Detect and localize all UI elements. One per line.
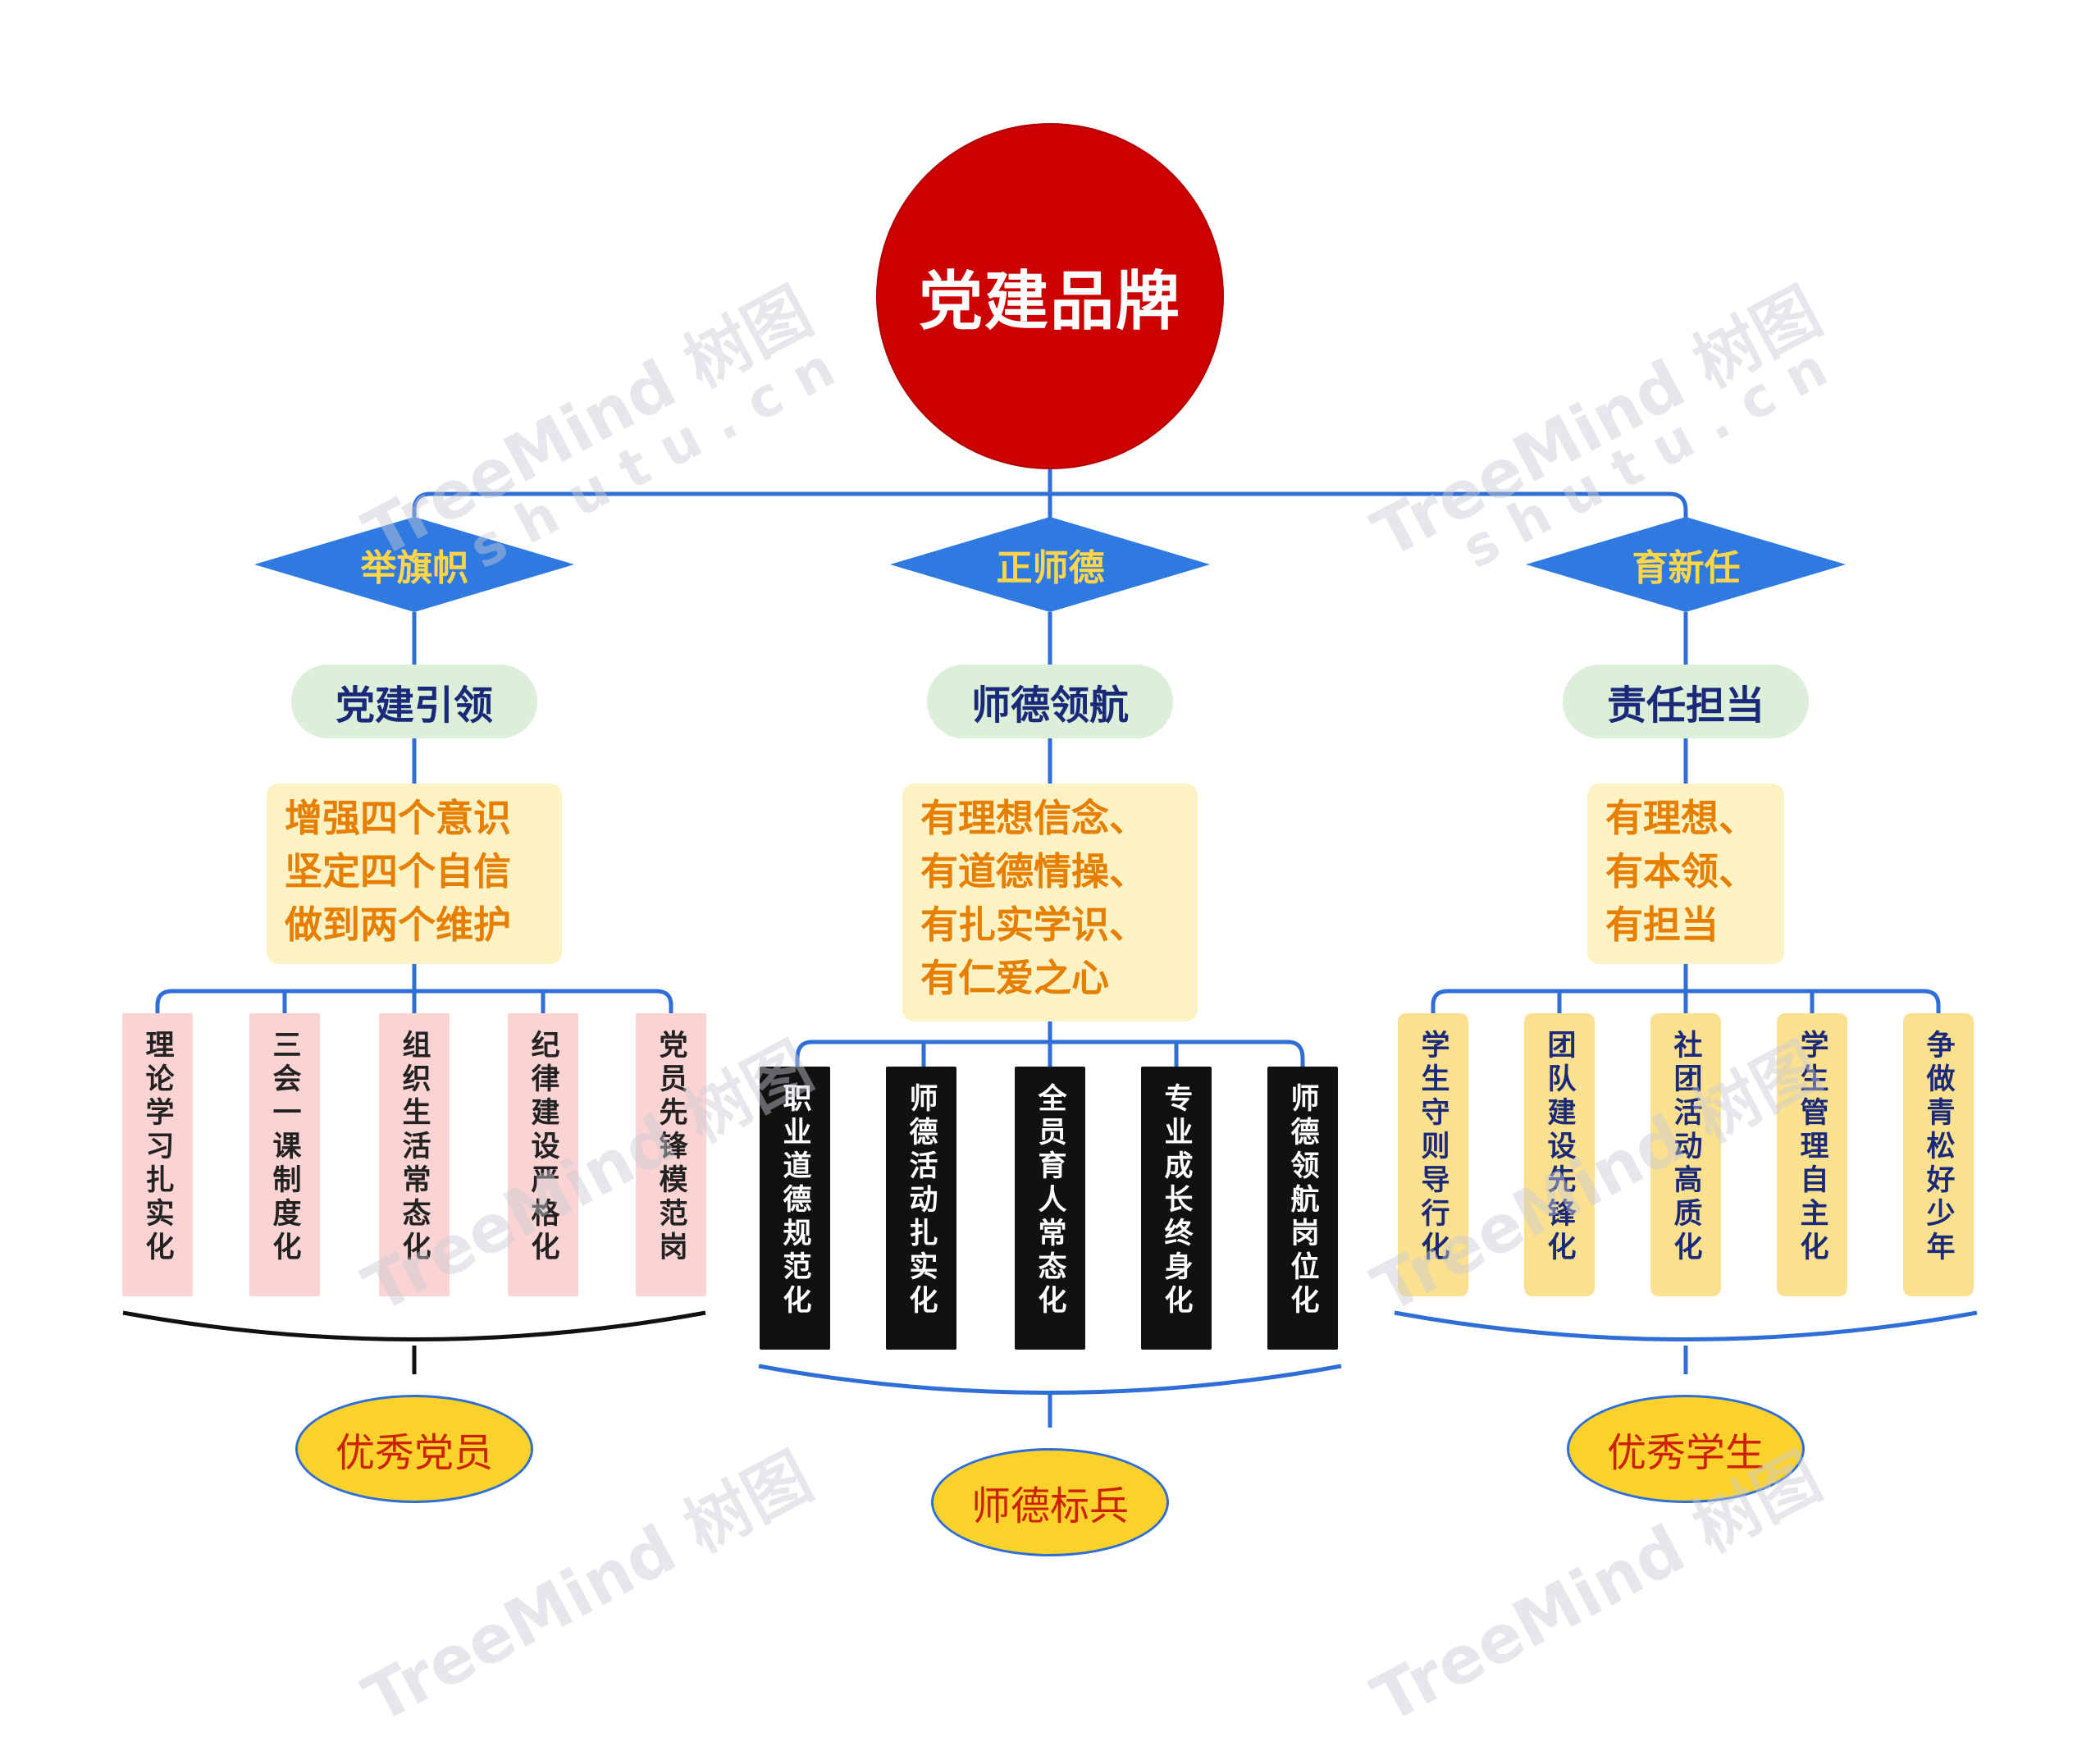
branch3-item[interactable]: 学生管理自主化: [1777, 1013, 1847, 1296]
branch2-item[interactable]: 职业道德规范化: [760, 1067, 830, 1350]
branch1-diamond-shape: [254, 517, 574, 612]
branch1-outcome-label: 优秀党员: [335, 1430, 493, 1476]
branch1-subtitle-label: 党建引领: [335, 683, 493, 729]
branch3-points[interactable]: 有理想、 有本领、 有担当: [1587, 784, 1784, 964]
branch2-item-label: 师德活动扎实化: [904, 1083, 938, 1318]
branch3-item-label: 学生管理自主化: [1795, 1030, 1828, 1265]
branch2-item-label: 师德领航岗位化: [1285, 1083, 1319, 1318]
branch1-point: 坚定四个自信: [285, 849, 511, 893]
branch1-item-label: 党员先锋模范岗: [654, 1030, 687, 1265]
branch2-item[interactable]: 全员育人常态化: [1015, 1067, 1085, 1350]
branch2-diamond-shape: [890, 517, 1210, 612]
branch1-point: 做到两个维护: [285, 902, 511, 947]
branch2-point: 有理想信念、: [920, 796, 1147, 840]
branch2-item[interactable]: 师德领航岗位化: [1267, 1067, 1338, 1350]
branch3-point: 有理想、: [1605, 796, 1756, 840]
branch3-item[interactable]: 团队建设先锋化: [1524, 1013, 1595, 1296]
branch1-outcome[interactable]: 优秀党员: [295, 1395, 533, 1503]
branch3-subtitle-label: 责任担当: [1606, 683, 1764, 729]
branch1-item-label: 纪律建设严格化: [526, 1030, 559, 1265]
branch3-item-drops: [1557, 991, 1815, 1013]
branch2-brace: [758, 1364, 1342, 1395]
branch1-item-label: 三会一课制度化: [267, 1030, 301, 1265]
branch3-category[interactable]: 育新任: [1524, 517, 1848, 611]
branch3-item-label: 团队建设先锋化: [1542, 1030, 1576, 1265]
branch1-item[interactable]: 纪律建设严格化: [508, 1013, 578, 1296]
branch2-item-label: 专业成长终身化: [1159, 1083, 1193, 1318]
branch2-item-drops: [921, 1042, 1179, 1067]
branch3-point: 有本领、: [1605, 849, 1756, 893]
branch2-outcome[interactable]: 师德标兵: [931, 1448, 1169, 1556]
branch2-outcome-label: 师德标兵: [970, 1483, 1129, 1529]
branch2-item-label: 职业道德规范化: [778, 1083, 811, 1318]
branch1-subtitle[interactable]: 党建引领: [291, 665, 537, 738]
branch3-subtitle[interactable]: 责任担当: [1563, 665, 1809, 738]
branch2-subtitle[interactable]: 师德领航: [927, 665, 1173, 738]
branch3-item-label: 学生守则导行化: [1416, 1030, 1449, 1265]
branch1-points[interactable]: 增强四个意识 坚定四个自信 做到两个维护: [267, 784, 562, 964]
branch3-item[interactable]: 学生守则导行化: [1398, 1013, 1468, 1296]
branch2-subtitle-label: 师德领航: [970, 683, 1129, 729]
branch1-item-label: 组织生活常态化: [397, 1030, 431, 1265]
branch1-item[interactable]: 党员先锋模范岗: [636, 1013, 706, 1296]
branch3-item-label: 争做青松好少年: [1921, 1030, 1955, 1265]
branch1-brace: [122, 1310, 706, 1341]
branch3-brace: [1394, 1310, 1978, 1341]
branch1-item-drops: [282, 991, 546, 1013]
branch3-outcome[interactable]: 优秀学生: [1567, 1395, 1805, 1503]
branch2-category[interactable]: 正师德: [888, 517, 1212, 611]
branch3-item[interactable]: 争做青松好少年: [1903, 1013, 1974, 1296]
branch1-item[interactable]: 理论学习扎实化: [122, 1013, 193, 1296]
root-label: 党建品牌: [918, 265, 1181, 339]
branch2-point: 有扎实学识、: [920, 902, 1147, 947]
mindmap-canvas: 党建品牌 举旗帜 党建引领 增强四个意识 坚定四个自信 做到两个维护 理论学习扎…: [122, 123, 1978, 1738]
branch3-category-label: 育新任: [1632, 546, 1741, 589]
branch2-item[interactable]: 专业成长终身化: [1141, 1067, 1212, 1350]
branch1-category-label: 举旗帜: [360, 546, 469, 589]
branch1-point: 增强四个意识: [285, 796, 511, 840]
branch2-points[interactable]: 有理想信念、 有道德情操、 有扎实学识、 有仁爱之心: [902, 784, 1198, 1021]
branch2-item[interactable]: 师德活动扎实化: [886, 1067, 956, 1350]
branch2-category-label: 正师德: [996, 546, 1105, 589]
branch2-item-label: 全员育人常态化: [1033, 1083, 1066, 1318]
branch1-item-label: 理论学习扎实化: [140, 1030, 174, 1265]
branch3-item-label: 社团活动高质化: [1669, 1030, 1702, 1265]
branch3-outcome-label: 优秀学生: [1606, 1430, 1764, 1476]
branch3-point: 有担当: [1605, 902, 1719, 947]
branch3-item[interactable]: 社团活动高质化: [1650, 1013, 1721, 1296]
branch1-category[interactable]: 举旗帜: [253, 517, 577, 611]
branch3-diamond-shape: [1526, 517, 1846, 612]
branch1-item[interactable]: 组织生活常态化: [379, 1013, 450, 1296]
branch1-item[interactable]: 三会一课制度化: [249, 1013, 320, 1296]
root-node[interactable]: 党建品牌: [876, 123, 1224, 469]
branch2-point: 有仁爱之心: [920, 956, 1109, 1000]
connector-lines: [122, 469, 1978, 1428]
branch2-point: 有道德情操、: [920, 849, 1147, 893]
